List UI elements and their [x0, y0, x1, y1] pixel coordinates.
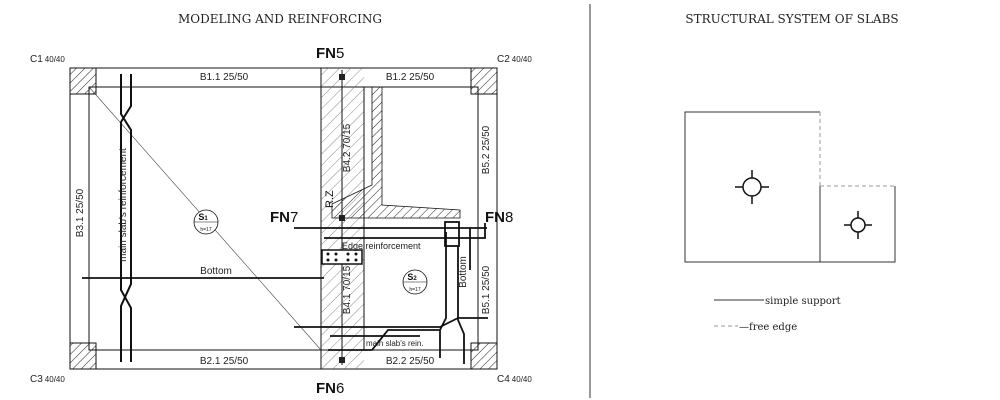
right-panel-title: STRUCTURAL SYSTEM OF SLABS — [685, 12, 898, 26]
beam-b11-label: B1.1 25/50 — [200, 72, 249, 83]
column-c3 — [69, 342, 97, 370]
slab-s1-symbol: S1 h=17 — [193, 209, 219, 235]
slab-s2-symbol: S2 h=17 — [402, 269, 428, 295]
svg-text:S1: S1 — [198, 212, 208, 222]
slab-s2-hatch-wedge — [331, 86, 461, 219]
beam-b42-label: B4.2 70/15 — [342, 123, 353, 172]
svg-text:S2: S2 — [407, 272, 417, 282]
beam-b41-label: B4.1 70/15 — [342, 265, 353, 314]
system-slab-1 — [684, 111, 821, 263]
beam-b31-label: B3.1 25/50 — [75, 188, 86, 237]
section-fn8-label: FN8 — [485, 209, 513, 226]
legend-free-edge-label: —free edge — [739, 322, 797, 333]
edge-rebar-dots — [326, 252, 358, 262]
column-c4 — [470, 342, 498, 370]
section-fn6-label: FN6 — [316, 380, 344, 397]
section-mark-top — [339, 74, 345, 80]
left-panel-title: MODELING AND REINFORCING — [178, 12, 382, 26]
svg-text:h=17: h=17 — [200, 227, 211, 233]
main-rein-short-label: main slab's rein. — [366, 339, 424, 348]
rebar-main-1 — [120, 74, 132, 362]
slab-1-center-icon — [735, 170, 769, 204]
main-reinforcement-label: main slab's reinforcement — [118, 148, 129, 262]
section-mark-bottom — [339, 357, 345, 363]
rebar-s2-bottom — [328, 329, 440, 351]
slab-2-center-icon — [844, 211, 872, 239]
beam-b21-label: B2.1 25/50 — [200, 356, 249, 367]
edge-reinforcement-label: Edge reinforcement — [342, 241, 421, 251]
beam-b52-label: B5.2 25/50 — [481, 125, 492, 174]
beam-b51-label: B5.1 25/50 — [481, 265, 492, 314]
system-slab-2 — [820, 185, 896, 263]
slab-s2-rebars — [294, 221, 488, 364]
svg-text:h=17: h=17 — [409, 287, 420, 293]
rebar-s2-top — [324, 223, 486, 239]
beam-b22-label: B2.2 25/50 — [386, 356, 435, 367]
beam-b12-label: B1.2 25/50 — [386, 72, 435, 83]
rebar-s2-vert-2 — [439, 232, 447, 358]
rebar-main-2 — [120, 74, 132, 362]
main-reinforcement-bars — [120, 74, 132, 362]
bottom-right-label: Bottom — [458, 256, 469, 288]
rebar-s2-vert-3 — [457, 246, 465, 364]
legend: simple support —free edge — [714, 296, 841, 333]
rebar-s2-stirrup — [444, 221, 460, 247]
bottom-left-label: Bottom — [200, 266, 232, 277]
slab-s2-edge — [363, 86, 479, 351]
structural-system-panel: STRUCTURAL SYSTEM OF SLABS — [684, 12, 899, 333]
section-fn5-label: FN5 — [316, 45, 344, 62]
rebar-s2-lower — [294, 317, 488, 328]
legend-simple-support-label: simple support — [765, 296, 841, 307]
section-fn7-label: FN7 — [270, 209, 298, 226]
column-c2 — [470, 67, 498, 95]
edge-reinforcement-detail — [321, 249, 363, 265]
outer-edge — [69, 67, 498, 370]
